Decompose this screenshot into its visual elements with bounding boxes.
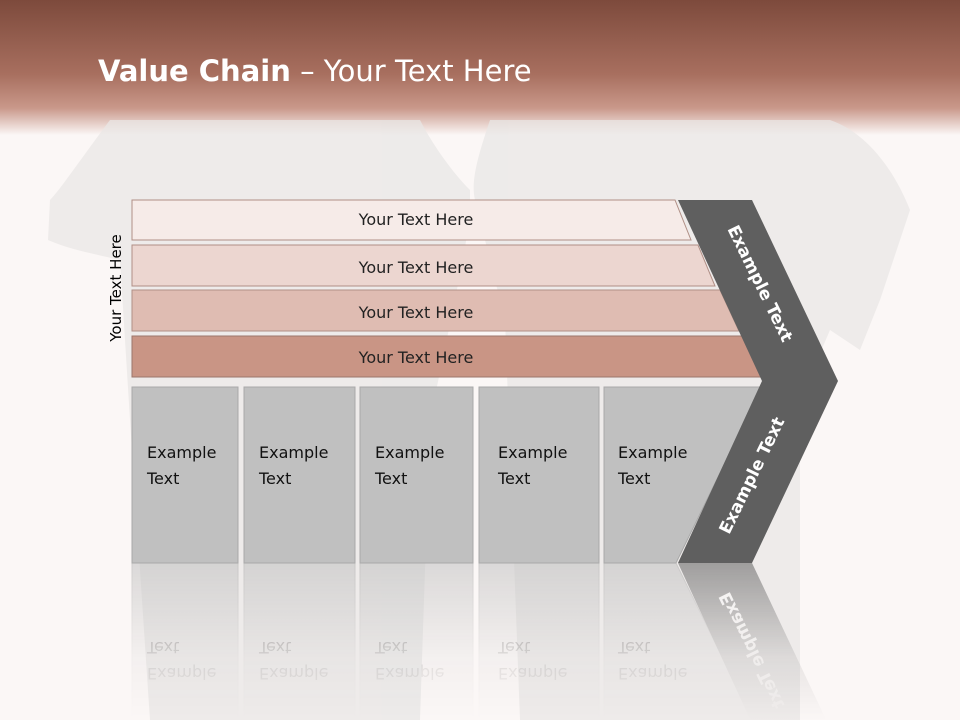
- activity-5-line2: Text: [617, 469, 650, 488]
- slide-title: Value Chain – Your Text Here: [98, 54, 532, 88]
- activity-5-line1: Example: [618, 443, 687, 462]
- activity-3[interactable]: Example Text: [359, 386, 474, 564]
- activity-4-line1: Example: [498, 443, 567, 462]
- activity-2-line1: Example: [259, 443, 328, 462]
- activity-2-line2: Text: [258, 469, 291, 488]
- header-band: [0, 0, 960, 135]
- band-2-label: Your Text Here: [358, 258, 474, 277]
- activity-3-line1: Example: [375, 443, 444, 462]
- band-3-label: Your Text Here: [358, 303, 474, 322]
- band-1[interactable]: Your Text Here: [131, 199, 692, 241]
- band-4[interactable]: Your Text Here: [131, 335, 765, 378]
- activity-3-line2: Text: [374, 469, 407, 488]
- activity-4[interactable]: Example Text: [478, 386, 600, 564]
- band-3[interactable]: Your Text Here: [131, 289, 740, 332]
- activity-4-line2: Text: [497, 469, 530, 488]
- activity-5[interactable]: Example Text: [603, 386, 763, 564]
- band-2[interactable]: Your Text Here: [131, 244, 716, 287]
- title-rest: – Your Text Here: [290, 54, 532, 88]
- activity-2[interactable]: Example Text: [243, 386, 356, 564]
- title-bold: Value Chain: [98, 54, 291, 88]
- activity-1-line1: Example: [147, 443, 216, 462]
- activity-1-line2: Text: [146, 469, 179, 488]
- activity-1[interactable]: Example Text: [131, 386, 239, 564]
- band-1-label: Your Text Here: [358, 210, 474, 229]
- band-4-label: Your Text Here: [358, 348, 474, 367]
